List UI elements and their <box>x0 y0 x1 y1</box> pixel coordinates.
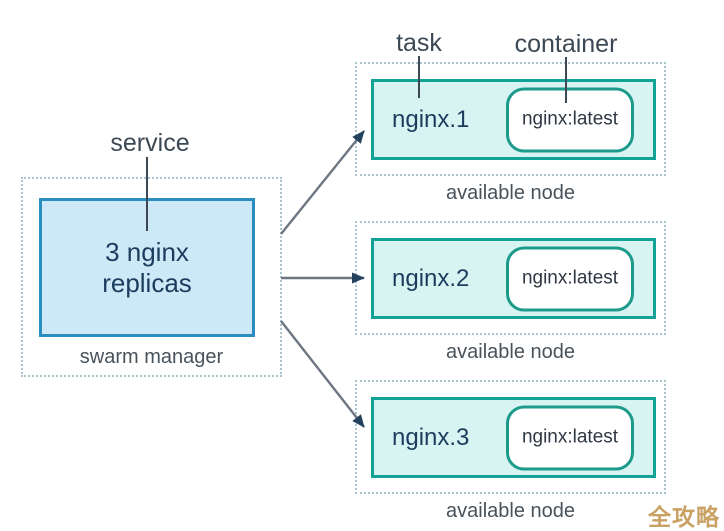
available-node-1: nginx.1 nginx:latest available node <box>355 62 666 205</box>
watermark-text: 全攻略 <box>648 504 720 530</box>
service-pointer-line <box>146 157 148 231</box>
swarm-manager-caption: swarm manager <box>79 346 224 368</box>
node-1-dotted-box: nginx.1 nginx:latest <box>355 62 666 176</box>
task-box-nginx-1: nginx.1 nginx:latest <box>371 79 656 160</box>
task-box-nginx-3: nginx.3 nginx:latest <box>371 397 656 478</box>
task-pointer-line <box>418 56 420 98</box>
available-node-3: nginx.3 nginx:latest available node <box>355 380 666 523</box>
container-box-nginx-2: nginx:latest <box>506 246 634 311</box>
task-box-nginx-2: nginx.2 nginx:latest <box>371 238 656 319</box>
container-pointer-line <box>565 57 567 103</box>
task-name: nginx.1 <box>392 105 470 133</box>
container-image-name: nginx:latest <box>521 108 619 130</box>
node-2-dotted-box: nginx.2 nginx:latest <box>355 221 666 335</box>
node-1-caption: available node <box>446 182 575 204</box>
container-image-name: nginx:latest <box>521 426 619 448</box>
container-label: container <box>514 30 618 58</box>
node-2-caption: available node <box>446 341 575 363</box>
task-name: nginx.2 <box>392 264 470 292</box>
arrow-to-nginx-3 <box>280 320 365 428</box>
task-label: task <box>396 29 442 57</box>
arrow-to-nginx-1 <box>280 130 365 235</box>
container-box-nginx-1: nginx:latest <box>506 87 634 152</box>
service-replicas-line1: 3 nginx <box>105 236 189 267</box>
available-node-2: nginx.2 nginx:latest available node <box>355 221 666 364</box>
task-name: nginx.3 <box>392 423 470 451</box>
service-label: service <box>110 129 190 157</box>
swarm-manager-node: 3 nginx replicas swarm manager <box>21 177 282 377</box>
container-box-nginx-3: nginx:latest <box>506 405 634 470</box>
node-3-caption: available node <box>446 500 575 522</box>
node-3-dotted-box: nginx.3 nginx:latest <box>355 380 666 494</box>
container-image-name: nginx:latest <box>521 267 619 289</box>
service-replicas-line2: replicas <box>102 267 192 298</box>
